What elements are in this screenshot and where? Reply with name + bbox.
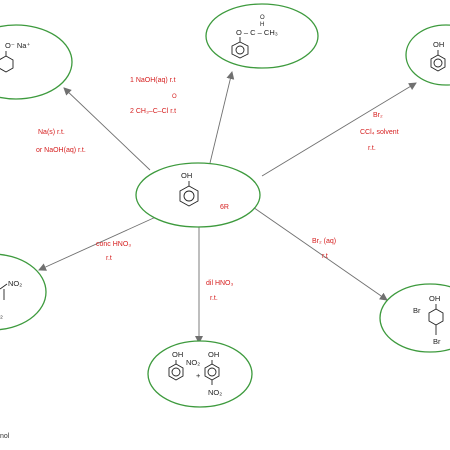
reagent-conc-hno3-line1: conc HNO₃ [96, 241, 131, 248]
tribromophenol-ellipse [379, 283, 450, 353]
ester-carbonyl-oxygen: O [260, 15, 265, 21]
reagent-ester-line2: 2 CH₃–C–Cl r.t [130, 108, 176, 115]
reagent-conc-hno3-line2: r.t [106, 255, 112, 262]
nitrophenols-ellipse [147, 340, 253, 408]
phenyl-ethanoate-ellipse [205, 3, 319, 69]
reagent-br2-line2: CCl₄ solvent [360, 129, 399, 136]
trinitrophenol-node: NO₂ ₂ [0, 253, 47, 331]
phenol-node: OH 6R [135, 162, 261, 228]
reagent-trinitrophenol: conc HNO₃ r.t [96, 241, 131, 262]
arrow-to-phenyl-ethanoate [209, 71, 235, 164]
tribromophenol-oh-label: OH [429, 294, 440, 303]
reagent-ester-line1: 1 NaOH(aq) r.t [130, 77, 176, 84]
reagent-br2aq-line1: Br₂ (aq) [312, 238, 336, 245]
reagent-dil-hno3-line1: dil HNO₃ [206, 280, 234, 287]
bromophenol-ring-icon [430, 50, 446, 72]
ester-benzene-ring-icon [231, 37, 249, 59]
trinitrophenol-ring-icon [0, 283, 8, 300]
nitrophenol-1-no2: NO₂ [186, 358, 200, 367]
phenol-oh-label: OH [181, 171, 192, 180]
arrow-to-tribromophenol [249, 204, 388, 301]
reagent-br2-line1: Br₂ [373, 112, 383, 119]
arrow-to-trinitrophenol [38, 215, 159, 271]
ester-chain-label: O – C – CH₃ [236, 28, 278, 37]
reagent-tribromophenol: Br₂ (aq) r.t [312, 238, 336, 260]
reagent-sodium-phenoxide: Na(s) r.t. or NaOH(aq) r.t. [36, 129, 86, 154]
bromophenol-oh-label: OH [433, 40, 444, 49]
tribromophenol-br-left: Br [413, 306, 421, 315]
tribromophenol-br-bottom: Br [433, 337, 441, 346]
sodium-phenoxide-ring-icon [0, 51, 14, 73]
trinitrophenol-ellipse [0, 253, 47, 331]
sodium-phenoxide-ellipse [0, 24, 73, 100]
reagent-br2-line3: r.t. [368, 145, 376, 152]
trinitrophenol-no2-top: NO₂ [8, 279, 22, 288]
arrow-to-bromophenol [261, 82, 417, 177]
nitrophenol-1-ring-icon [168, 360, 184, 381]
reagent-dil-hno3-line2: r.t. [210, 295, 218, 302]
footer-fragment: nol [0, 433, 10, 440]
nitrophenol-1-oh: OH [172, 350, 183, 359]
nitrophenols-node: OH NO₂ + OH NO₂ [147, 340, 253, 408]
sodium-phenoxide-label: O⁻ Na⁺ [5, 41, 30, 50]
reaction-arrows [38, 71, 417, 344]
trinitrophenol-no2-bottom: ₂ [0, 311, 3, 320]
ester-carbonyl-bond: H [260, 22, 264, 28]
nitrophenol-2-oh: OH [208, 350, 219, 359]
bromophenol-ellipse [405, 24, 450, 86]
phenol-benzene-ring-icon [179, 185, 199, 207]
bromophenol-node: OH [405, 24, 450, 86]
sodium-phenoxide-node: O⁻ Na⁺ [0, 24, 73, 100]
nitrophenol-2-no2: NO₂ [208, 388, 222, 397]
phenyl-ethanoate-node: O H O – C – CH₃ [205, 3, 319, 69]
reagent-nitrophenols: dil HNO₃ r.t. [206, 280, 234, 302]
tribromophenol-node: OH Br Br [379, 283, 450, 353]
reagent-phenyl-ethanoate: 1 NaOH(aq) r.t O 2 CH₃–C–Cl r.t [130, 77, 177, 115]
reagent-na-line2: or NaOH(aq) r.t. [36, 147, 86, 154]
phenol-note: 6R [220, 204, 229, 211]
nitrophenols-plus: + [196, 371, 201, 380]
nitrophenol-2-ring-icon [204, 360, 220, 385]
reagent-bromophenol: Br₂ CCl₄ solvent r.t. [360, 112, 399, 152]
reagent-na-line1: Na(s) r.t. [38, 129, 65, 136]
reagent-ester-oxygen: O [172, 94, 177, 100]
tribromophenol-ring-icon [428, 304, 444, 335]
reagent-br2aq-line2: r.t [322, 253, 328, 260]
arrow-to-sodium-phenoxide [63, 87, 151, 171]
